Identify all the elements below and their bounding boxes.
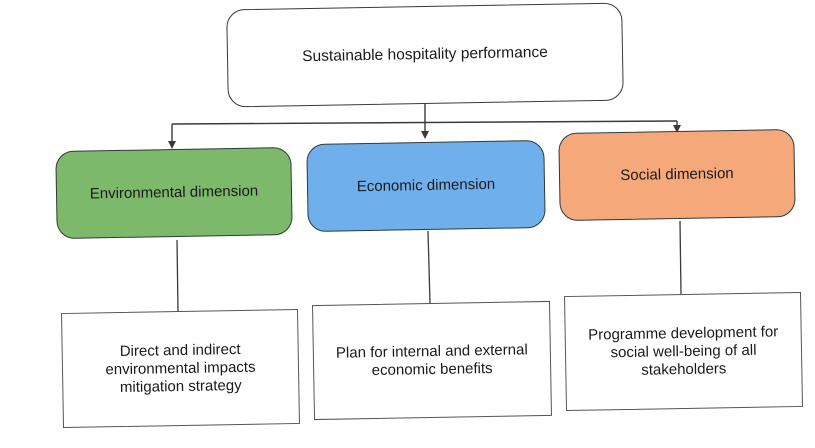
eco-detail-line [427,230,431,304]
environmental-dimension-label: Environmental dimension [89,182,259,203]
social-detail-text: Programme development for social well-be… [587,322,779,379]
root-node-label: Sustainable hospitality performance [302,43,548,66]
environmental-detail-box: Direct and indirect environmental impact… [61,308,300,429]
economic-detail-text: Plan for internal and external economic … [335,340,528,379]
economic-dimension-label: Economic dimension [356,175,496,196]
economic-detail-box: Plan for internal and external economic … [312,300,552,421]
soc-detail-line [679,220,682,295]
social-dimension-label: Social dimension [620,165,734,184]
social-detail-box: Programme development for social well-be… [564,291,803,412]
economic-dimension-node: Economic dimension [306,139,546,233]
environmental-dimension-node: Environmental dimension [55,146,293,240]
branch-bar-line [171,120,678,125]
env-detail-line [176,239,179,312]
social-dimension-node: Social dimension [558,128,796,222]
root-node: Sustainable hospitality performance [226,2,624,108]
environmental-detail-text: Direct and indirect environmental impact… [105,340,256,396]
